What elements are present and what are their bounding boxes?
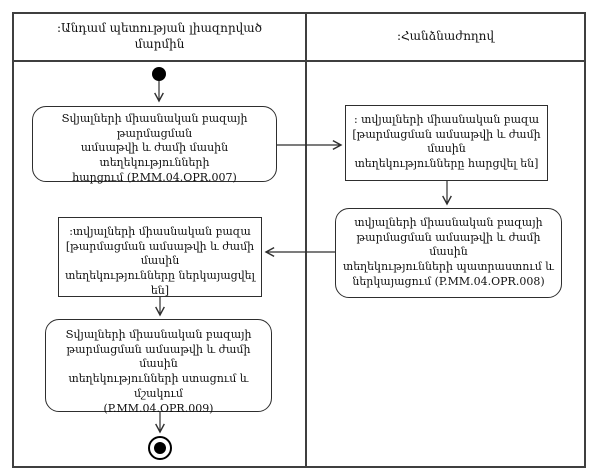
object-node-db-queried: : տվյալների միասնական բազա [թարմացման ամ… [345,105,548,181]
action-node-request-007: Տվյալների միասնական բազայի թարմացման ամս… [32,106,277,184]
lane-header-member-state: :Անդամ պետության լիազորված մարմին [57,21,262,51]
lane-header-commission: :Հանձնաժողով [396,29,495,44]
action-node-prepare-008: տվյալների միասնական բազայի թարմացման ամս… [335,208,562,298]
initial-node-icon [152,67,166,81]
lane-header-divider [14,60,584,62]
final-node-dot [154,442,166,454]
object-node-db-submitted: :տվյալների միասնական բազա [թարմացման ամս… [58,217,262,297]
action-node-receive-009: Տվյալների միասնական բազայի թարմացման ամս… [45,319,272,415]
swimlane-divider [305,14,307,466]
final-node-icon [148,436,172,460]
